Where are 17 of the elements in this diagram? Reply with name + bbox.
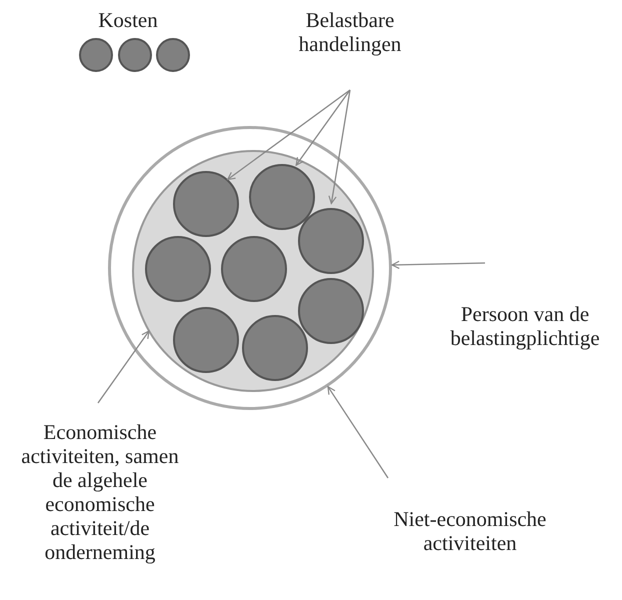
circle-shape — [298, 208, 364, 274]
arrow — [296, 90, 351, 166]
circle-shape — [118, 38, 152, 72]
arrow — [328, 90, 351, 204]
arrow — [391, 260, 486, 269]
circle-shape — [79, 38, 113, 72]
label-text: Kosten — [97, 8, 159, 32]
circle-shape — [249, 164, 315, 230]
arrow — [97, 330, 150, 404]
caption-text: Belastbare handelingen — [270, 8, 430, 56]
circle-shape — [156, 38, 190, 72]
caption-text: Niet-economische activiteiten — [360, 507, 580, 555]
caption-text: Persoon van de belastingplichtige — [420, 302, 622, 350]
circle-shape — [173, 171, 239, 237]
arrow — [227, 89, 350, 180]
arrow — [327, 386, 389, 478]
caption-text: Economische activiteiten, samen de algehele economische activiteit/de onderneming — [10, 420, 190, 564]
